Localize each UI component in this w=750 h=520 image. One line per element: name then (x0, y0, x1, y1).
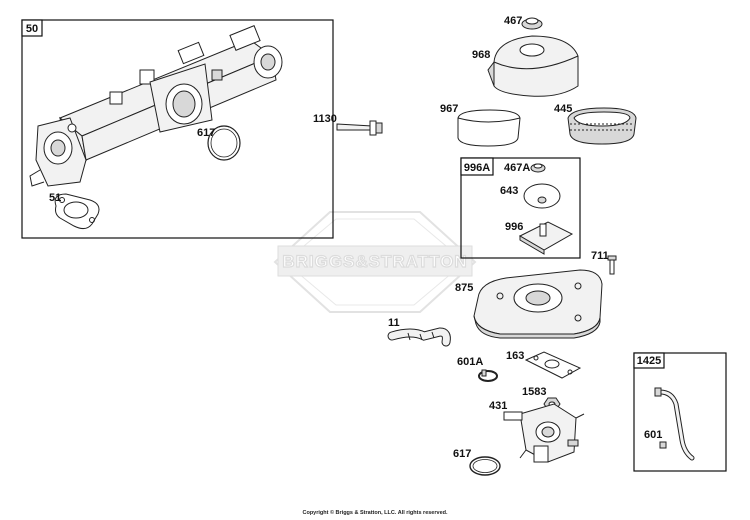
base-plate-875[interactable] (473, 269, 603, 339)
box-50: 50 (21, 19, 334, 239)
copyright-notice: Copyright © Briggs & Stratton, LLC. All … (302, 510, 448, 516)
callout-1130: 1130 (313, 113, 337, 125)
breather-tube-601[interactable] (654, 387, 695, 461)
hose-11[interactable] (387, 327, 451, 347)
callout-996: 996 (505, 221, 523, 233)
callout-11: 11 (388, 317, 400, 329)
base-996[interactable] (518, 221, 574, 255)
plate-643[interactable] (523, 183, 561, 209)
callout-431: 431 (489, 400, 507, 412)
callout-50: 50 (26, 23, 38, 35)
callout-467A: 467A (504, 162, 530, 174)
o-ring-617-upper[interactable] (207, 125, 241, 161)
intake-manifold[interactable] (29, 25, 283, 187)
air-cleaner-cover-968[interactable] (487, 35, 579, 97)
callout-617-lower: 617 (453, 448, 471, 460)
screw-711[interactable] (607, 255, 617, 275)
watermark-text: BRIGGS&STRATTON (282, 252, 467, 271)
bolt-1130[interactable] (336, 120, 383, 136)
air-filter-445[interactable] (567, 107, 637, 145)
callout-601: 601 (644, 429, 662, 441)
pre-cleaner-967[interactable] (457, 109, 521, 147)
callout-1425: 1425 (637, 355, 661, 367)
callout-617-upper: 617 (197, 127, 215, 139)
box-996A-frame (460, 157, 581, 259)
callout-601A: 601A (457, 356, 483, 368)
callout-467: 467 (504, 15, 522, 27)
callout-51: 51 (49, 192, 61, 204)
o-ring-617-lower[interactable] (469, 456, 501, 476)
callout-875: 875 (455, 282, 473, 294)
callout-711: 711 (591, 250, 609, 262)
gasket-163[interactable] (524, 351, 582, 379)
clamp-601A[interactable] (478, 369, 498, 382)
wing-nut-467[interactable] (521, 17, 543, 30)
box-1425: 1425 (633, 352, 727, 472)
carburetor-431[interactable] (503, 403, 585, 463)
callout-1583: 1583 (522, 386, 546, 398)
callout-996A: 996A (464, 162, 490, 174)
callout-643: 643 (500, 185, 518, 197)
briggs-stratton-watermark: BRIGGS&STRATTON (273, 211, 477, 313)
callout-163: 163 (506, 350, 524, 362)
box-996A: 996A (460, 157, 581, 259)
callout-968: 968 (472, 49, 490, 61)
nut-467A[interactable] (530, 163, 546, 173)
callout-967: 967 (440, 103, 458, 115)
gasket-51[interactable] (54, 193, 100, 230)
callout-445: 445 (554, 103, 572, 115)
box-1425-frame (633, 352, 727, 472)
box-50-frame (21, 19, 334, 239)
